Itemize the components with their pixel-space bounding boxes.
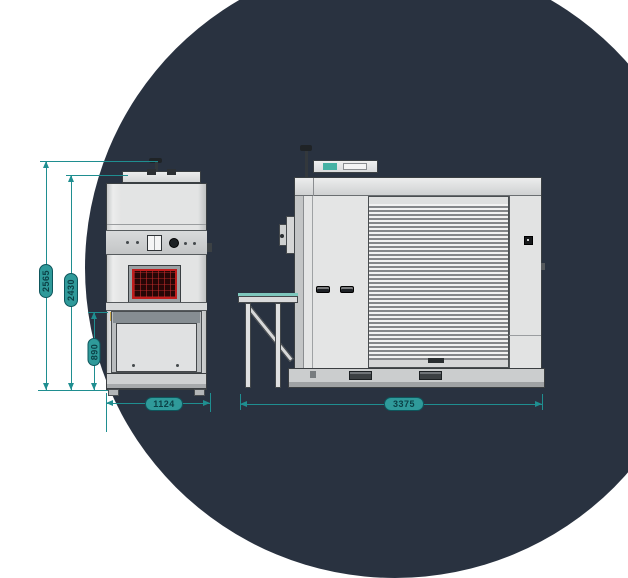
dim-label-total-height: 2565 [39, 264, 53, 298]
arrow-front-width-left [106, 400, 113, 406]
louver-latch [428, 358, 444, 363]
arrow-side-length-left [240, 401, 247, 407]
side-view-hinge-bump [286, 216, 295, 254]
ext-line-body-height-top [66, 175, 128, 176]
arrow-total-height-bottom [43, 383, 49, 390]
door-handle-right [340, 286, 354, 293]
drawer-screw-right [176, 364, 179, 367]
front-view-bay-recess [113, 312, 200, 323]
side-view-tray-teal-block [323, 163, 337, 170]
side-view-right-column [509, 196, 541, 368]
arrow-side-length-right [535, 401, 542, 407]
dim-label-table-height: 890 [87, 338, 101, 366]
ext-line-side-length-right [542, 394, 543, 410]
stand-tabletop [238, 296, 298, 303]
side-view-door-seam [312, 196, 313, 374]
front-view-antenna-cap [149, 158, 162, 163]
front-view-side-knob [207, 243, 212, 252]
louver-bottom-strip [369, 360, 508, 367]
base-slot-right [419, 371, 442, 380]
arrow-table-height-top [91, 312, 97, 319]
side-view-base-strip [289, 382, 544, 387]
ext-line-front-width-right [210, 393, 211, 412]
side-view-roof [295, 178, 541, 196]
front-view-tray-notch-left [147, 169, 156, 175]
front-view-top-tray [122, 171, 201, 183]
side-view-right-edge-notch [541, 263, 545, 270]
control-button-4 [193, 242, 196, 245]
base-slot-left [349, 371, 372, 380]
side-view-antenna-stem [305, 151, 308, 178]
viewing-window [132, 269, 177, 299]
dim-label-side-length: 3375 [384, 397, 424, 411]
side-view-door-column [304, 196, 368, 374]
side-view-antenna-cap [300, 145, 312, 151]
side-view-tray-white-block [343, 163, 367, 170]
stand-tabletop-teal-edge [238, 293, 298, 296]
front-view-shelf-bar [106, 302, 207, 311]
control-button-3 [184, 242, 187, 245]
front-view-drawer-panel [116, 323, 197, 372]
arrow-body-height-bottom [68, 383, 74, 390]
emergency-stop-knob [169, 238, 179, 248]
scene: 2565 2430 890 1124 3375 [38, 0, 628, 578]
side-view-left-wall [295, 196, 304, 374]
arrow-body-height-top [68, 175, 74, 182]
ext-line-left-bottom [38, 390, 108, 391]
side-view-roof-seam [313, 178, 314, 196]
door-handle-left [316, 286, 330, 293]
ext-line-total-height-top [40, 161, 158, 162]
louver-panel [369, 204, 508, 360]
ext-line-table-height-top [88, 312, 108, 313]
stand-leg-left [245, 303, 251, 388]
dim-label-front-width: 1124 [145, 397, 183, 411]
control-button-1 [126, 241, 129, 244]
drawer-screw-left [132, 364, 135, 367]
ext-line-front-width-left [106, 393, 107, 432]
front-view-foot-left [108, 389, 119, 396]
front-view-base-strip [107, 384, 206, 388]
arrow-total-height-top [43, 161, 49, 168]
stand-leg-right [275, 303, 281, 388]
arrow-front-width-right [203, 400, 210, 406]
front-view-foot-right [194, 389, 205, 396]
front-view-tray-notch-right [167, 169, 176, 175]
dim-label-body-height: 2430 [64, 273, 78, 307]
arrow-table-height-bottom [91, 383, 97, 390]
front-view-panel-seam [107, 224, 206, 225]
front-view-antenna-stem [155, 162, 158, 174]
side-view-right-column-seam [509, 335, 541, 336]
power-socket-pin [527, 239, 529, 241]
control-button-2 [136, 241, 139, 244]
control-display-divider [154, 236, 155, 250]
side-view-hinge-dot [280, 234, 284, 238]
base-notch [310, 371, 316, 378]
